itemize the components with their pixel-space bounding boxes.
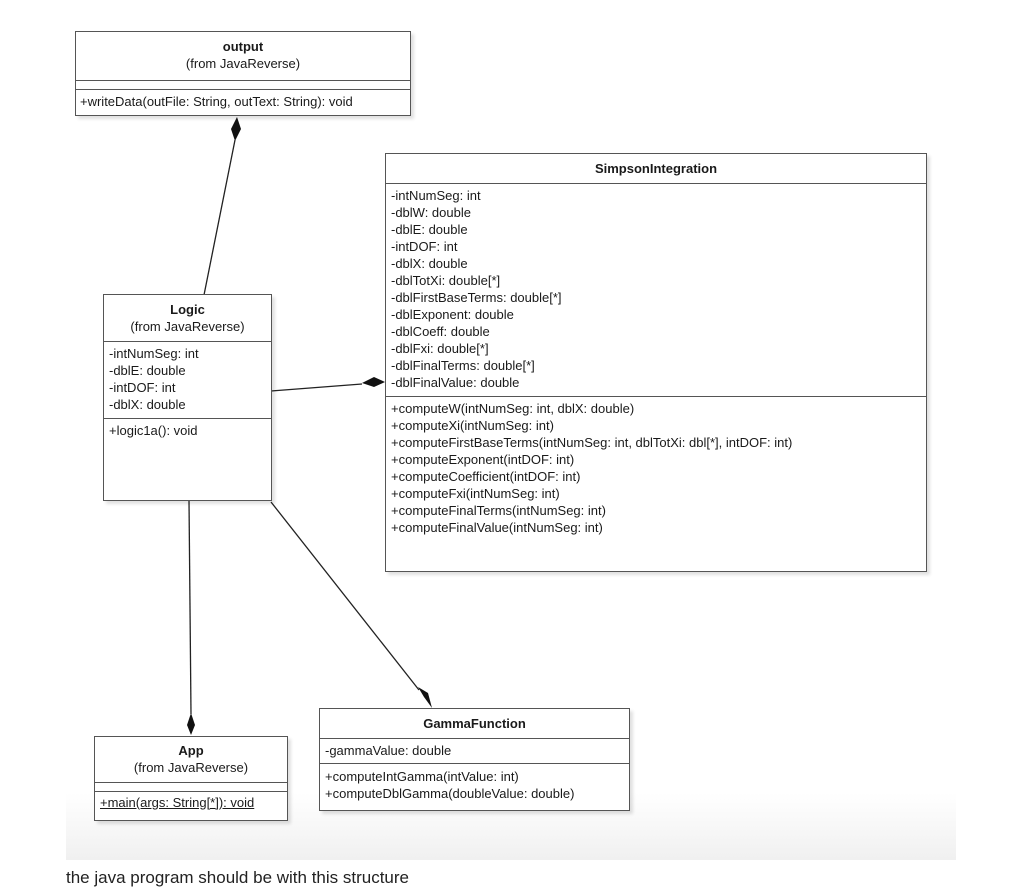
class-name-compartment: GammaFunction [320,709,629,739]
operations-compartment: +writeData(outFile: String, outText: Str… [76,90,410,113]
attribute: -dblTotXi: double[*] [391,273,501,288]
attribute: -dblX: double [391,256,468,271]
attribute: -intDOF: int [391,239,458,254]
operation: +computeExponent(intDOF: int) [391,452,575,467]
attribute: -intNumSeg: int [109,346,199,361]
attribute: -dblCoeff: double [391,324,490,339]
operations-compartment: +main(args: String[*]): void [95,792,287,813]
class-package: (from JavaReverse) [130,319,245,334]
attributes-compartment [95,783,287,792]
class-gamma-function[interactable]: GammaFunction -gammaValue: double +compu… [319,708,630,811]
operation: +logic1a(): void [109,423,198,438]
operations-compartment: +logic1a(): void [104,419,271,442]
class-name-compartment: App (from JavaReverse) [95,737,287,783]
operations-compartment: +computeW(intNumSeg: int, dblX: double) … [386,397,926,539]
link-logic-output [203,139,236,296]
operation: +computeFxi(intNumSeg: int) [391,486,560,501]
class-simpson-integration[interactable]: SimpsonIntegration -intNumSeg: int -dblW… [385,153,927,572]
class-name: Logic [170,302,205,317]
operation: +computeDblGamma(doubleValue: double) [325,786,575,801]
class-app[interactable]: App (from JavaReverse) +main(args: Strin… [94,736,288,821]
class-package: (from JavaReverse) [133,760,249,775]
attribute: -dblFirstBaseTerms: double[*] [391,290,562,305]
operation: +computeXi(intNumSeg: int) [391,418,554,433]
link-logic-app [188,499,192,715]
operations-compartment: +computeIntGamma(intValue: int) +compute… [320,764,629,806]
attribute: -dblW: double [391,205,471,220]
attribute: -dblE: double [391,222,468,237]
link-logic-gamma [270,501,420,691]
composition-diamond-simpson [362,377,385,387]
attribute: -dblE: double [109,363,186,378]
operation: +computeIntGamma(intValue: int) [325,769,519,784]
class-logic[interactable]: Logic (from JavaReverse) -intNumSeg: int… [103,294,272,501]
composition-diamond-output [231,117,241,141]
attribute: -dblFxi: double[*] [391,341,489,356]
attribute: -dblX: double [109,397,186,412]
link-logic-simpson [270,383,363,392]
attributes-compartment: -gammaValue: double [320,739,629,764]
attribute: -dblExponent: double [391,307,514,322]
class-output[interactable]: output (from JavaReverse) +writeData(out… [75,31,411,116]
class-package: (from JavaReverse) [185,56,301,71]
class-name: SimpsonIntegration [594,161,718,176]
attributes-compartment: -intNumSeg: int -dblE: double -intDOF: i… [104,342,271,419]
operation: +computeFirstBaseTerms(intNumSeg: int, d… [391,435,793,450]
composition-diamond-gamma [418,687,432,708]
attributes-compartment [76,81,410,90]
operation: +computeFinalValue(intNumSeg: int) [391,520,603,535]
caption-text: the java program should be with this str… [66,868,410,887]
class-name-compartment: output (from JavaReverse) [76,32,410,81]
operation: +writeData(outFile: String, outText: Str… [80,94,353,109]
composition-diamond-app [187,713,195,735]
class-name: App [178,743,204,758]
attribute: -gammaValue: double [325,743,452,758]
operation: +main(args: String[*]): void [100,795,255,810]
attribute: -dblFinalTerms: double[*] [391,358,535,373]
class-name: GammaFunction [423,716,526,731]
operation: +computeFinalTerms(intNumSeg: int) [391,503,606,518]
class-name-compartment: SimpsonIntegration [386,154,926,184]
attributes-compartment: -intNumSeg: int -dblW: double -dblE: dou… [386,184,926,397]
attribute: -intNumSeg: int [391,188,481,203]
class-name-compartment: Logic (from JavaReverse) [104,295,271,342]
attribute: -dblFinalValue: double [391,375,520,390]
operation: +computeCoefficient(intDOF: int) [391,469,581,484]
operation: +computeW(intNumSeg: int, dblX: double) [391,401,635,416]
class-name: output [222,39,264,54]
attribute: -intDOF: int [109,380,176,395]
